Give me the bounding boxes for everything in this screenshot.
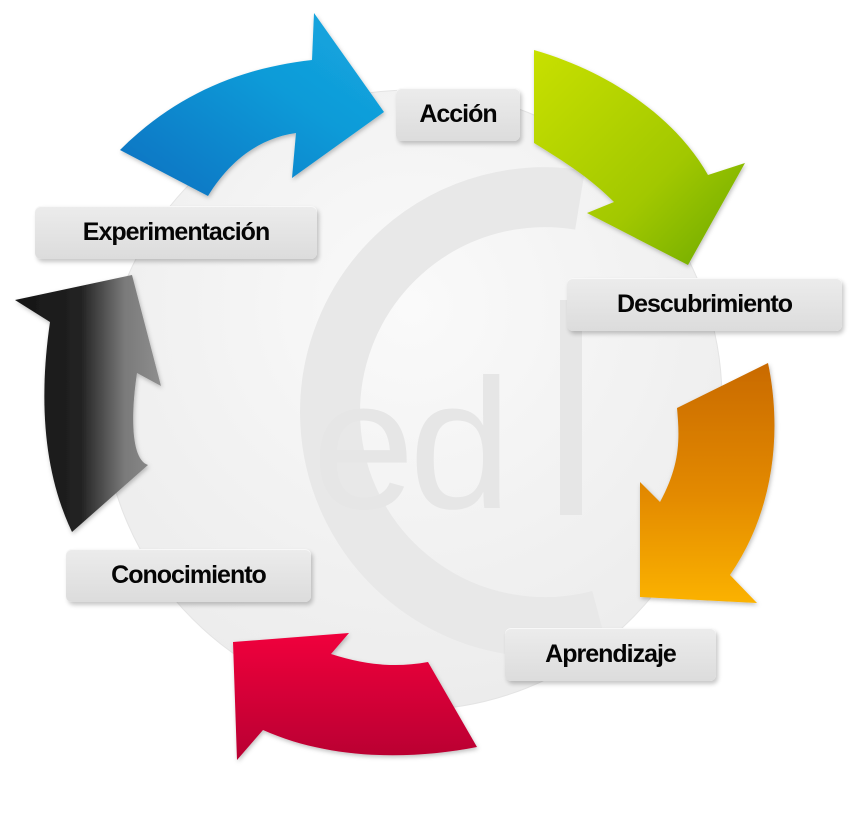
stage-label-text: Acción [419,100,497,128]
arrow-black-icon [15,275,161,532]
stage-label-text: Descubrimiento [617,290,793,318]
arrow-blue-icon [120,13,384,196]
stage-label-descubrimiento: Descubrimiento [567,278,842,331]
arrow-orange-icon [640,363,775,603]
arrow-red-icon [233,633,477,760]
watermark-logo-icon: ed [300,167,608,658]
stage-label-conocimiento: Conocimiento [66,549,311,602]
stage-label-aprendizaje: Aprendizaje [505,628,716,681]
stage-label-text: Aprendizaje [545,640,677,668]
stage-label-text: Experimentación [82,218,270,246]
stage-label-text: Conocimiento [111,561,267,589]
stage-label-accion: Acción [396,88,520,141]
stage-label-experimentacion: Experimentación [35,206,317,259]
arrow-green-icon [534,50,745,265]
svg-text:ed: ed [312,342,506,548]
